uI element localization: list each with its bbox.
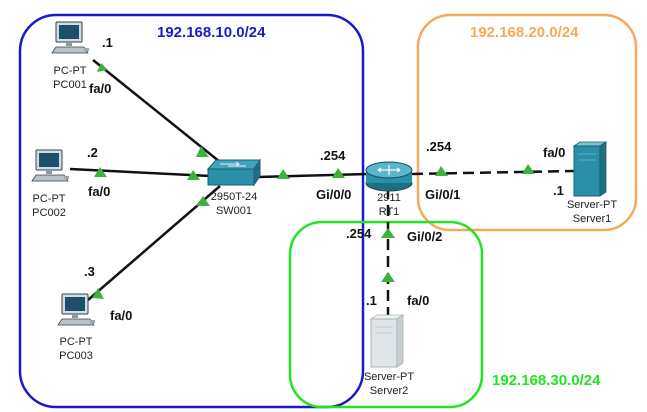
switch-icon[interactable]: [206, 158, 261, 187]
port-label: fa/0: [88, 184, 111, 199]
link-pc002-sw001: [69, 167, 211, 178]
zone-lan20: [416, 13, 638, 232]
link-sw001-rt1: [257, 172, 369, 179]
zone-lan10: [18, 13, 365, 409]
zone-lan30-label: 192.168.30.0/24: [492, 372, 601, 389]
link-up-indicator: [522, 164, 535, 174]
ip-suffix: .2: [87, 145, 98, 160]
interface-ip: .254: [426, 139, 452, 154]
ip-suffix: .1: [102, 35, 113, 50]
interface-label: Gi/0/2: [407, 229, 443, 244]
interface-label: Gi/0/0: [316, 187, 352, 202]
link-up-indicator: [196, 146, 209, 157]
device-name: PC003: [59, 350, 93, 362]
server-icon[interactable]: [369, 314, 405, 368]
link-up-indicator: [196, 196, 210, 206]
zone-lan20-label: 192.168.20.0/24: [470, 24, 579, 41]
ip-suffix: .1: [553, 183, 564, 198]
zone-lan10-label: 192.168.10.0/24: [157, 24, 266, 41]
device-model: 2911: [377, 192, 401, 204]
device-model: PC-PT: [53, 65, 87, 77]
link-rt1-server1: [411, 169, 575, 176]
port-label: fa/0: [110, 308, 133, 323]
pc-icon[interactable]: [51, 21, 89, 54]
interface-ip: .254: [346, 226, 372, 241]
port-label: fa/0: [407, 293, 430, 308]
device-name: PC002: [32, 207, 66, 219]
device-model: PC-PT: [59, 336, 93, 348]
link-up-indicator: [381, 228, 395, 238]
link-up-indicator: [97, 63, 108, 72]
link-up-indicator: [277, 169, 290, 179]
link-up-indicator: [435, 166, 448, 176]
server-icon[interactable]: [572, 141, 608, 197]
device-model: Server-PT: [566, 199, 618, 211]
device-name: SW001: [215, 205, 253, 217]
device-name: Server2: [369, 385, 409, 397]
link-up-indicator: [187, 170, 200, 180]
link-up-indicator: [381, 272, 395, 282]
pc-icon[interactable]: [31, 149, 69, 182]
link-up-indicator: [332, 168, 345, 178]
zone-lan30: [288, 220, 484, 409]
device-model: PC-PT: [32, 193, 66, 205]
pc-icon[interactable]: [57, 293, 95, 326]
link-pc001-sw001: [92, 59, 226, 167]
interface-label: Gi/0/1: [425, 187, 461, 202]
ip-suffix: .3: [84, 264, 95, 279]
port-label: fa/0: [543, 145, 566, 160]
router-icon[interactable]: [365, 161, 413, 192]
interface-ip: .254: [320, 148, 346, 163]
device-name: RT1: [378, 206, 400, 218]
ip-suffix: .1: [366, 293, 377, 308]
device-name: Server1: [572, 213, 612, 225]
link-up-indicator: [94, 167, 107, 177]
device-name: PC001: [53, 79, 87, 91]
port-label: fa/0: [89, 81, 112, 96]
link-up-indicator: [92, 288, 104, 299]
device-model: 2950T-24: [210, 191, 258, 203]
device-model: Server-PT: [363, 371, 415, 383]
